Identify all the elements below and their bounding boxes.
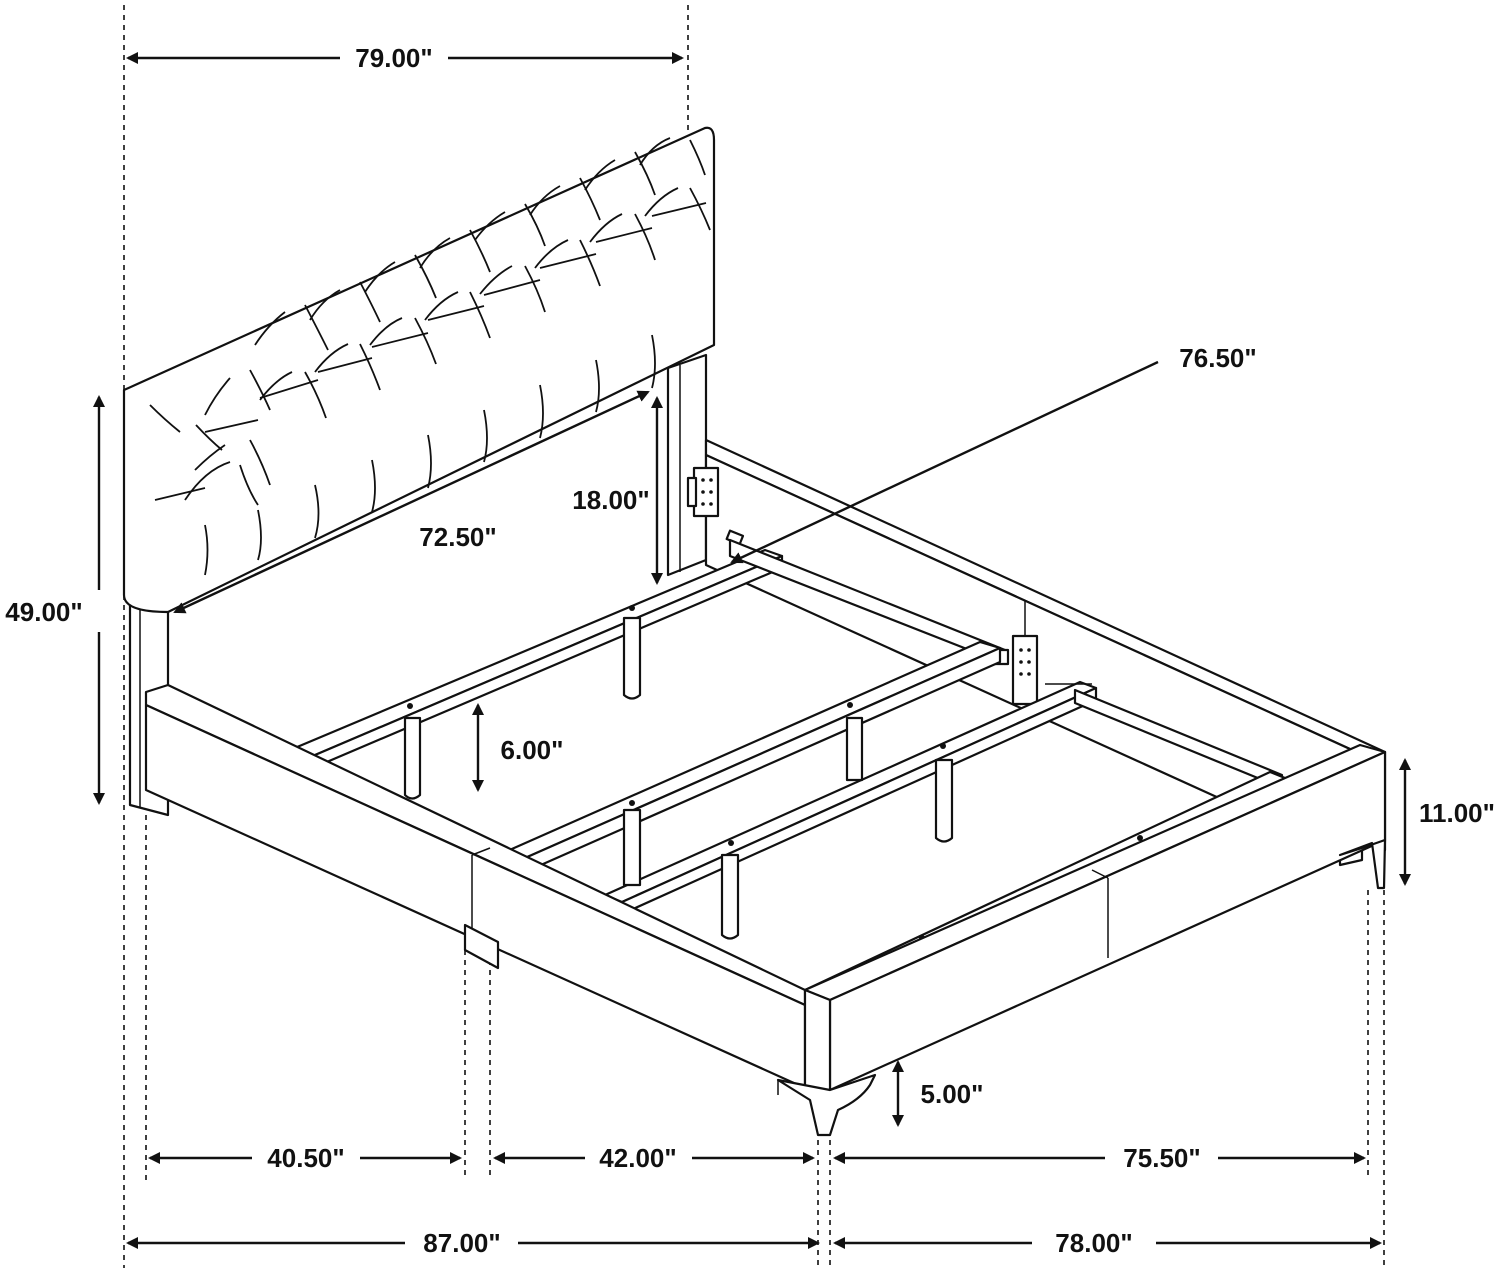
dimension-headboard-height: 49.00" <box>5 395 105 805</box>
side-rail-near <box>144 683 807 1090</box>
dimension-headboard-clearance: 18.00" <box>572 396 663 585</box>
dimension-overall-length: 87.00" <box>126 1228 820 1258</box>
label-headboard-inner-width: 72.50" <box>419 522 496 552</box>
label-inner-length: 76.50" <box>1179 343 1256 373</box>
label-side-segment-b: 42.00" <box>599 1143 676 1173</box>
foot-leg-far <box>1338 838 1387 890</box>
label-side-segment-a: 40.50" <box>267 1143 344 1173</box>
dimension-side-segment-b: 42.00" <box>493 1143 815 1173</box>
dimension-side-segment-a: 40.50" <box>148 1143 462 1173</box>
label-headboard-clearance: 18.00" <box>572 485 649 515</box>
center-support-legs <box>403 616 954 940</box>
footboard-rail <box>803 743 1387 1092</box>
corner-bracket-head-far <box>686 466 720 518</box>
dimension-front-inner-width: 75.50" <box>833 1143 1366 1173</box>
dimension-inner-length: 76.50" <box>730 343 1257 564</box>
label-front-inner-width: 75.50" <box>1123 1143 1200 1173</box>
label-headboard-height: 49.00" <box>5 597 82 627</box>
extension-lines <box>123 5 1385 1268</box>
dimension-rail-height: 11.00" <box>1399 758 1495 886</box>
center-bracket-far <box>1011 634 1039 706</box>
dimension-center-leg-height: 6.00" <box>472 703 564 792</box>
label-overall-width: 78.00" <box>1055 1228 1132 1258</box>
label-rail-height: 11.00" <box>1419 798 1495 828</box>
dimension-headboard-inner-width: 72.50" <box>173 390 650 614</box>
label-overall-length: 87.00" <box>423 1228 500 1258</box>
foot-leg-corner <box>776 1073 877 1137</box>
headboard-post-right <box>666 353 708 577</box>
dimension-headboard-width: 79.00" <box>126 43 684 73</box>
label-center-leg-height: 6.00" <box>501 735 564 765</box>
dimension-floor-clearance: 5.00" <box>892 1060 984 1127</box>
label-floor-clearance: 5.00" <box>921 1079 984 1109</box>
label-headboard-width: 79.00" <box>355 43 432 73</box>
dimension-overall-width: 78.00" <box>833 1228 1382 1258</box>
